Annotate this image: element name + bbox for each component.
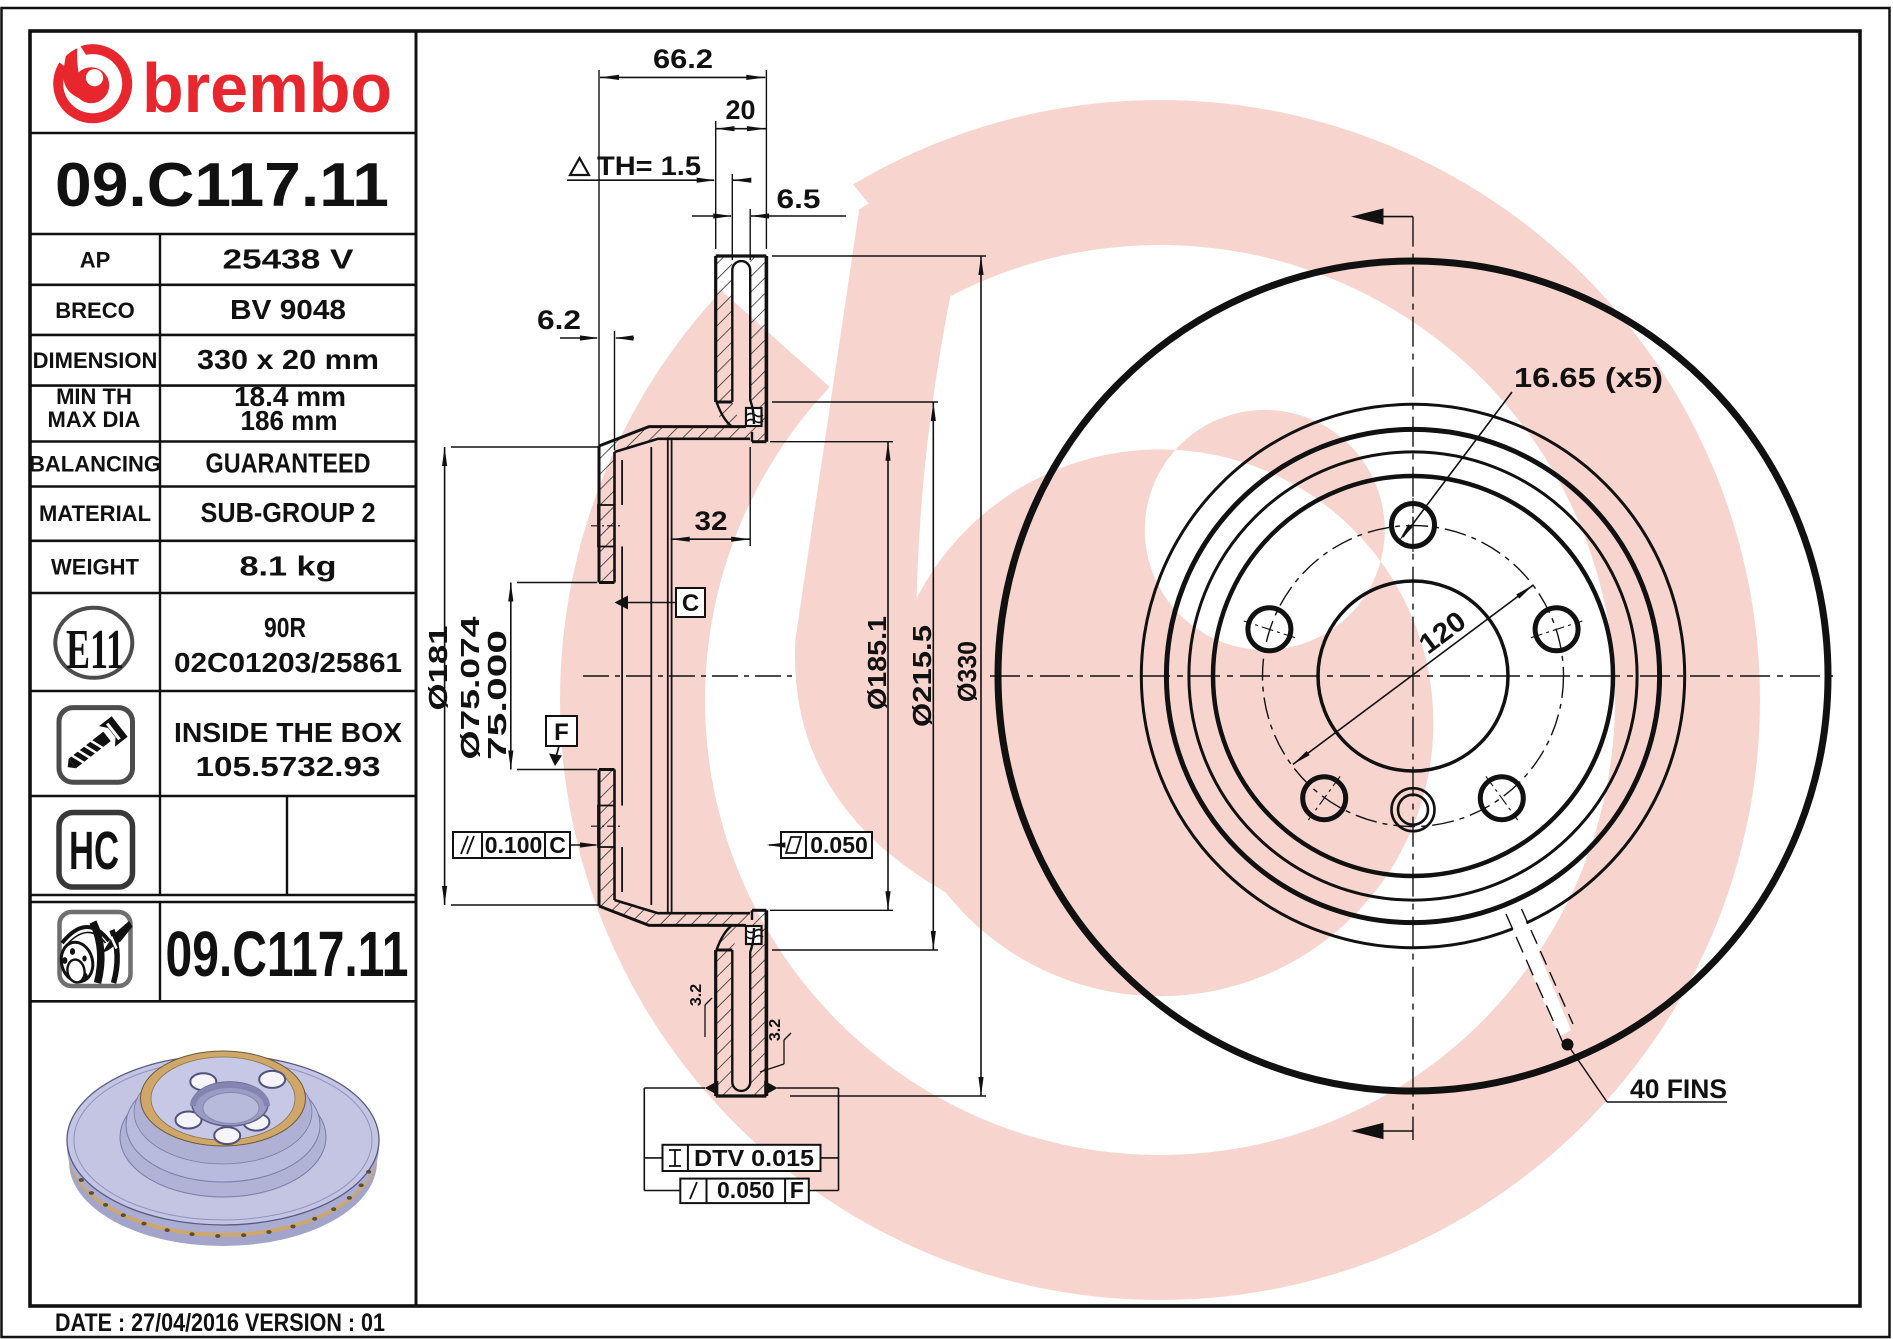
svg-text:F: F bbox=[554, 719, 569, 746]
svg-text:BALANCING: BALANCING bbox=[29, 452, 161, 477]
svg-text:90R: 90R bbox=[264, 612, 306, 643]
svg-text:0.050: 0.050 bbox=[717, 1177, 775, 1203]
svg-text:18.4 mm: 18.4 mm bbox=[234, 381, 346, 412]
svg-text:66.2: 66.2 bbox=[653, 44, 713, 74]
svg-text:brembo: brembo bbox=[142, 49, 392, 127]
svg-text:BRECO: BRECO bbox=[55, 298, 134, 323]
svg-text:E11: E11 bbox=[66, 619, 124, 681]
svg-text:02C01203/25861: 02C01203/25861 bbox=[174, 647, 402, 678]
svg-text:F: F bbox=[790, 1177, 804, 1203]
svg-text:AP: AP bbox=[80, 248, 111, 273]
svg-text:3.2: 3.2 bbox=[767, 1019, 784, 1041]
svg-text:Ø181: Ø181 bbox=[423, 626, 453, 711]
svg-text:330 x 20 mm: 330 x 20 mm bbox=[197, 344, 379, 375]
svg-text:MATERIAL: MATERIAL bbox=[39, 501, 151, 526]
svg-text:HC: HC bbox=[69, 821, 119, 881]
svg-text:DATE : 27/04/2016 VERSION : 01: DATE : 27/04/2016 VERSION : 01 bbox=[55, 1309, 385, 1337]
svg-text:Ø185.1: Ø185.1 bbox=[862, 616, 892, 710]
svg-text:DTV 0.015: DTV 0.015 bbox=[694, 1145, 814, 1171]
svg-text:0.100: 0.100 bbox=[485, 832, 543, 858]
svg-text:0.050: 0.050 bbox=[810, 832, 868, 858]
svg-text:20: 20 bbox=[726, 95, 756, 125]
svg-text:GUARANTEED: GUARANTEED bbox=[206, 448, 371, 479]
svg-text:32: 32 bbox=[695, 506, 728, 536]
svg-text:C: C bbox=[549, 832, 566, 858]
svg-text:09.C117.11: 09.C117.11 bbox=[55, 151, 389, 220]
svg-text:C: C bbox=[682, 590, 699, 617]
svg-text:MAX DIA: MAX DIA bbox=[48, 407, 141, 432]
svg-text:Ø75.074: Ø75.074 bbox=[455, 616, 485, 760]
svg-text:16.65 (x5): 16.65 (x5) bbox=[1514, 362, 1663, 393]
svg-text:09.C117.11: 09.C117.11 bbox=[166, 918, 409, 990]
svg-text:75.000: 75.000 bbox=[482, 630, 512, 760]
svg-text:186 mm: 186 mm bbox=[241, 405, 338, 436]
svg-text:6.2: 6.2 bbox=[537, 305, 581, 335]
svg-text:40 FINS: 40 FINS bbox=[1630, 1074, 1727, 1104]
svg-text:INSIDE THE BOX: INSIDE THE BOX bbox=[174, 717, 402, 748]
svg-text:TH= 1.5: TH= 1.5 bbox=[597, 151, 701, 181]
svg-text:Ø330: Ø330 bbox=[952, 641, 982, 702]
svg-text:WEIGHT: WEIGHT bbox=[51, 555, 140, 580]
svg-text:25438 V: 25438 V bbox=[223, 244, 354, 275]
svg-text:3.2: 3.2 bbox=[688, 984, 705, 1006]
svg-text:6.5: 6.5 bbox=[777, 184, 821, 214]
svg-text:8.1 kg: 8.1 kg bbox=[240, 551, 337, 582]
svg-text:105.5732.93: 105.5732.93 bbox=[196, 751, 381, 782]
svg-text:MIN TH: MIN TH bbox=[56, 384, 132, 409]
svg-text:SUB-GROUP 2: SUB-GROUP 2 bbox=[201, 497, 376, 528]
svg-text:BV 9048: BV 9048 bbox=[230, 294, 346, 325]
svg-text:DIMENSION: DIMENSION bbox=[33, 348, 158, 373]
svg-text:Ø215.5: Ø215.5 bbox=[907, 625, 937, 727]
